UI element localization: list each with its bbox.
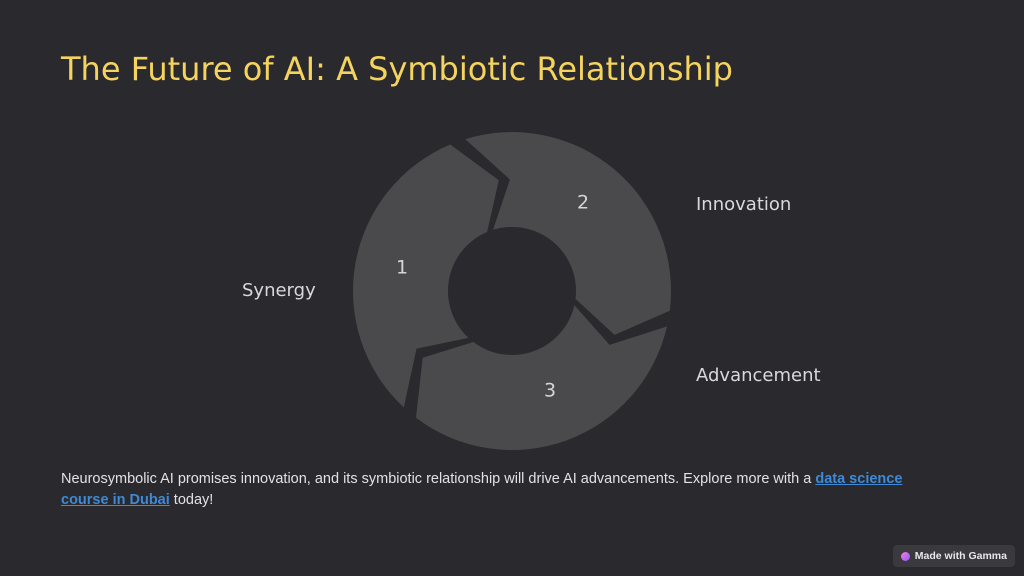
footer-text-after: today! (169, 492, 214, 508)
cycle-segment-1 (353, 144, 499, 408)
cycle-label-synergy: Synergy (242, 280, 316, 301)
made-with-gamma-badge[interactable]: Made with Gamma (892, 545, 1015, 567)
gamma-logo-icon (900, 551, 910, 561)
cycle-segment-1-number: 1 (396, 257, 408, 279)
slide-title: The Future of AI: A Symbiotic Relationsh… (61, 50, 733, 88)
footer-text-before: Neurosymbolic AI promises innovation, an… (61, 471, 816, 487)
cycle-segment-3-number: 3 (544, 380, 556, 402)
cycle-label-innovation: Innovation (696, 194, 792, 215)
cycle-label-advancement: Advancement (696, 365, 821, 386)
footer-text: Neurosymbolic AI promises innovation, an… (61, 469, 931, 511)
made-with-gamma-label: Made with Gamma (914, 550, 1007, 562)
cycle-segment-2 (465, 132, 672, 335)
cycle-segment-2-number: 2 (577, 192, 589, 214)
footer-course-link[interactable]: data science course in Dubai (61, 471, 903, 508)
cycle-segment-3 (416, 305, 667, 451)
